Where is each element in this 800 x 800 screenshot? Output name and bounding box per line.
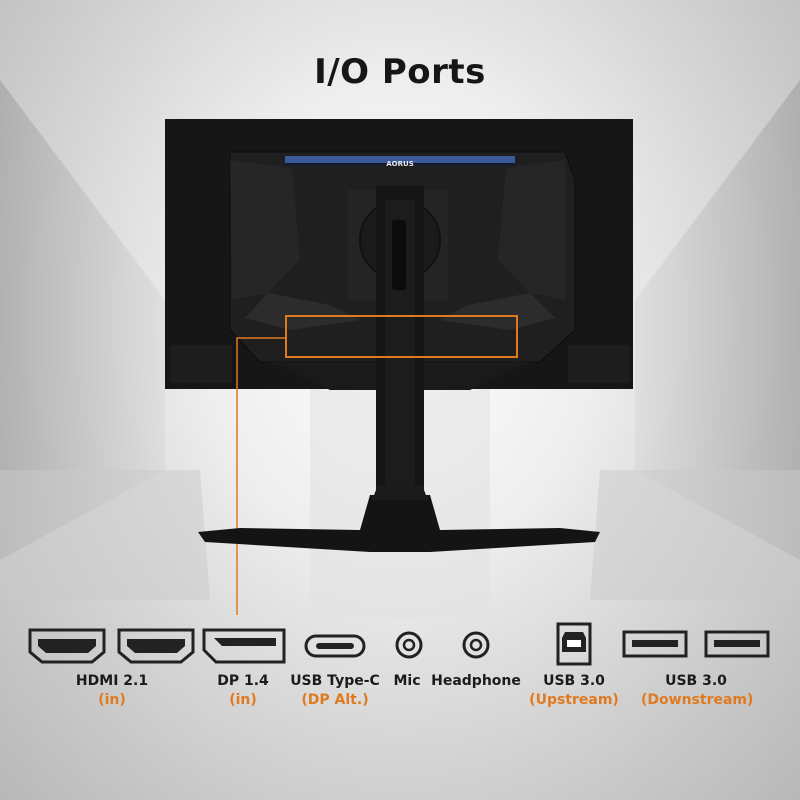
port-label-usb-downstream: USB 3.0 (Downstream): [641, 672, 754, 710]
port-sub: (in): [98, 692, 126, 708]
port-name: Headphone: [431, 673, 521, 689]
port-name: USB Type-C: [290, 673, 380, 689]
port-name: Mic: [393, 673, 421, 689]
usb-a-port-icon: [622, 630, 688, 658]
port-name: DP 1.4: [217, 673, 269, 689]
mic-jack-icon: [395, 631, 423, 659]
leader-line: [236, 337, 286, 615]
hdmi-port-icon: [28, 628, 106, 664]
headphone-jack-icon: [462, 631, 490, 659]
stand-foot: [198, 495, 600, 552]
port-label-dp: DP 1.4 (in): [188, 672, 298, 710]
port-name: USB 3.0: [543, 673, 605, 689]
hdmi-port-icon: [117, 628, 195, 664]
port-name: HDMI 2.1: [75, 673, 149, 689]
usb-c-port-icon: [304, 634, 366, 658]
usb-a-port-icon: [704, 630, 770, 658]
displayport-icon: [202, 628, 286, 664]
port-name: USB 3.0: [665, 673, 727, 689]
port-sub: (in): [229, 692, 257, 708]
brand-logo: AORUS: [386, 160, 413, 168]
usb-b-port-icon: [556, 622, 592, 666]
port-label-mic: Mic: [352, 672, 462, 691]
port-sub: (Downstream): [641, 692, 754, 708]
port-label-hdmi: HDMI 2.1 (in): [57, 672, 167, 710]
port-label-usb-c: USB Type-C (DP Alt.): [280, 672, 390, 710]
port-area-highlight: [285, 315, 518, 358]
port-label-usb-upstream: USB 3.0 (Upstream): [519, 672, 629, 710]
rgb-light-bar: [285, 156, 515, 163]
port-sub: (DP Alt.): [301, 692, 369, 708]
port-list: HDMI 2.1 (in) DP 1.4 (in) USB Type-C (DP…: [0, 610, 800, 730]
port-label-headphone: Headphone: [421, 672, 531, 691]
monitor-rear-view: AORUS: [165, 119, 633, 615]
page-title: I/O Ports: [314, 52, 486, 92]
port-sub: (Upstream): [529, 692, 619, 708]
